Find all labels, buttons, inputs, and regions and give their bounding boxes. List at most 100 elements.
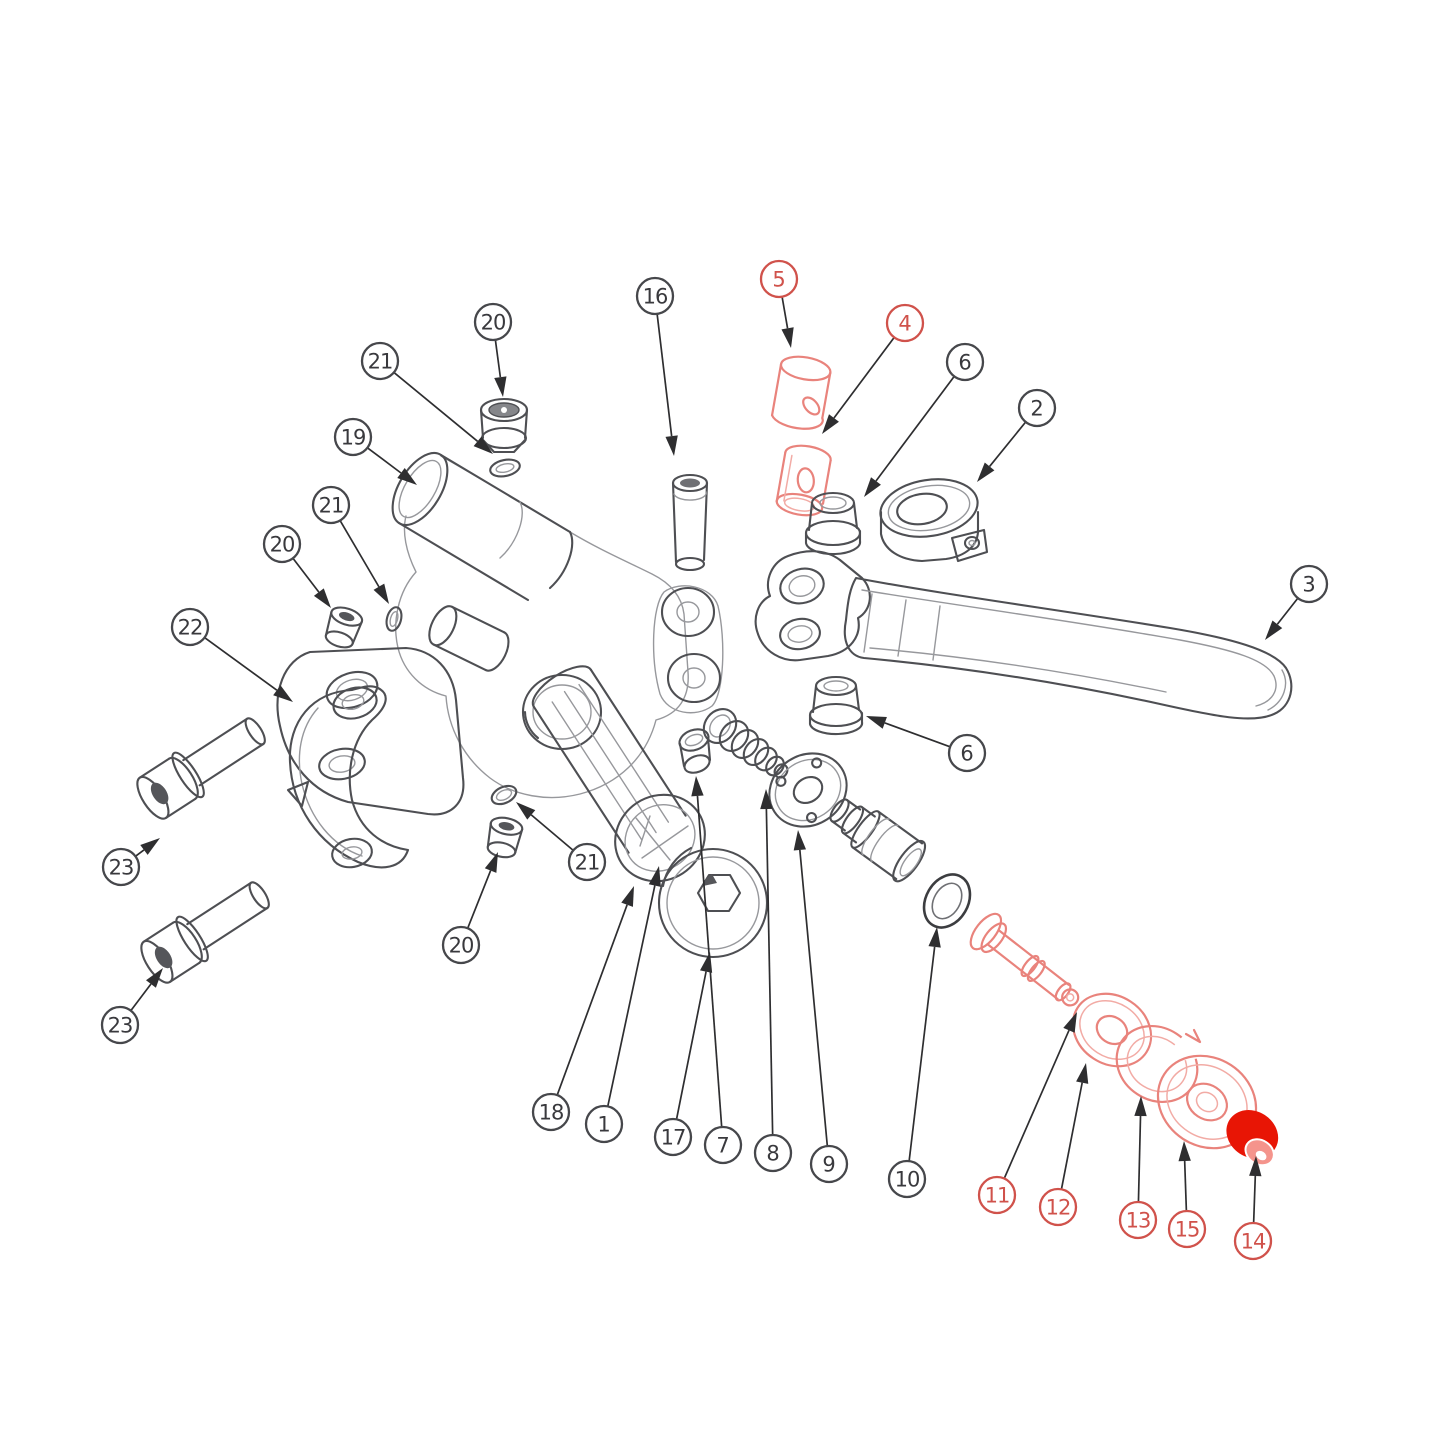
callout-circle [1233,1221,1273,1261]
callout-number: 9 [822,1153,835,1177]
part-21-oring-lower [490,784,518,806]
callout-2: 2 [977,388,1057,482]
part-14-red-cap [1226,1110,1279,1167]
callout-3: 3 [1265,564,1329,640]
callout-circle [170,607,210,647]
leader-line [556,904,628,1096]
part-12-washer [1071,992,1153,1068]
leader-line [1137,1115,1142,1203]
leader-line [130,983,152,1012]
arrowhead-icon [621,886,634,907]
callout-21: 21 [516,802,607,882]
callout-number: 17 [661,1126,686,1150]
callout-22: 22 [170,607,293,702]
callout-circle [262,524,302,564]
callout-4: 4 [822,303,925,434]
part-23-bolt-upper [136,717,266,820]
callout-21: 21 [360,341,493,454]
arrowhead-icon [473,436,493,454]
arrowhead-icon [1076,1063,1089,1084]
callout-circle [885,303,925,343]
callout-number: 14 [1241,1230,1266,1254]
part-23-bolt-lower [140,881,270,984]
callout-number: 21 [368,350,393,374]
callout-17: 17 [653,952,713,1157]
part-20-grub-screw-lower [486,816,524,859]
leader-line [530,814,574,852]
callout-circle [441,925,481,965]
arrowhead-icon [1063,1012,1077,1033]
leader-line [1252,1175,1257,1224]
leader-line [606,885,656,1107]
callout-number: 8 [766,1142,779,1166]
callout-6: 6 [864,342,985,497]
leader-line [875,375,955,482]
part-20-grub-screw-left [324,606,364,649]
callout-number: 20 [270,533,295,557]
arrowhead-icon [866,716,887,729]
callout-11: 11 [977,1012,1077,1215]
arrowhead-icon [691,776,704,797]
callout-number: 15 [1175,1218,1200,1242]
part-16-pivot-pin [671,473,709,572]
arrowhead-icon [140,838,160,855]
callout-circle [473,302,513,342]
leader-line [656,313,673,437]
leader-line [366,447,402,474]
callout-number: 6 [960,742,973,766]
leader-line [799,849,829,1147]
part-7-plug [678,728,712,774]
arrowhead-icon [822,414,839,434]
part-11-pushrod [969,912,1080,1007]
callout-21: 21 [311,485,389,604]
callout-circle [311,485,351,525]
callout-circle [635,276,675,316]
arrowhead-icon [516,802,536,820]
callout-20: 20 [473,302,513,397]
leader-line [292,557,320,593]
callout-number: 10 [895,1168,920,1192]
callout-7: 7 [691,776,743,1165]
leader-line [1003,1029,1070,1179]
part-20-screw-cap [479,397,529,454]
leader-line [494,339,502,378]
callout-16: 16 [635,276,678,456]
callout-number: 3 [1302,573,1315,597]
part-9-cam-plate [768,752,848,828]
callout-circle [809,1144,849,1184]
callout-1: 1 [584,866,661,1144]
leader-line [339,520,380,588]
callout-number: 11 [985,1184,1010,1208]
callout-number: 22 [178,616,203,640]
callout-circle [360,341,400,381]
arrowhead-icon [484,852,498,873]
callout-number: 23 [109,856,134,880]
arrowhead-icon [273,685,293,702]
arrowhead-icon [494,376,507,397]
arrowhead-icon [781,327,794,348]
callout-circle [977,1175,1017,1215]
part-21-oring-left [385,606,403,632]
part-1-lever-body [276,451,724,883]
leader-line [833,336,895,419]
callout-5: 5 [759,259,799,348]
callout-circle [753,1133,793,1173]
part-2-clamp-ring [879,478,989,563]
callout-number: 20 [481,311,506,335]
callout-circle [101,847,141,887]
callout-circle [1167,1209,1207,1249]
leader-line [781,296,789,329]
arrowhead-icon [977,462,995,482]
callout-number: 1 [597,1113,610,1137]
leader-line [765,808,774,1136]
callout-23: 23 [100,968,163,1045]
callout-number: 5 [772,268,785,292]
leader-line [1183,1160,1188,1212]
callout-13: 13 [1118,1096,1158,1240]
callout-number: 13 [1126,1209,1151,1233]
leader-line [134,849,145,857]
part-10-oring [922,873,972,929]
